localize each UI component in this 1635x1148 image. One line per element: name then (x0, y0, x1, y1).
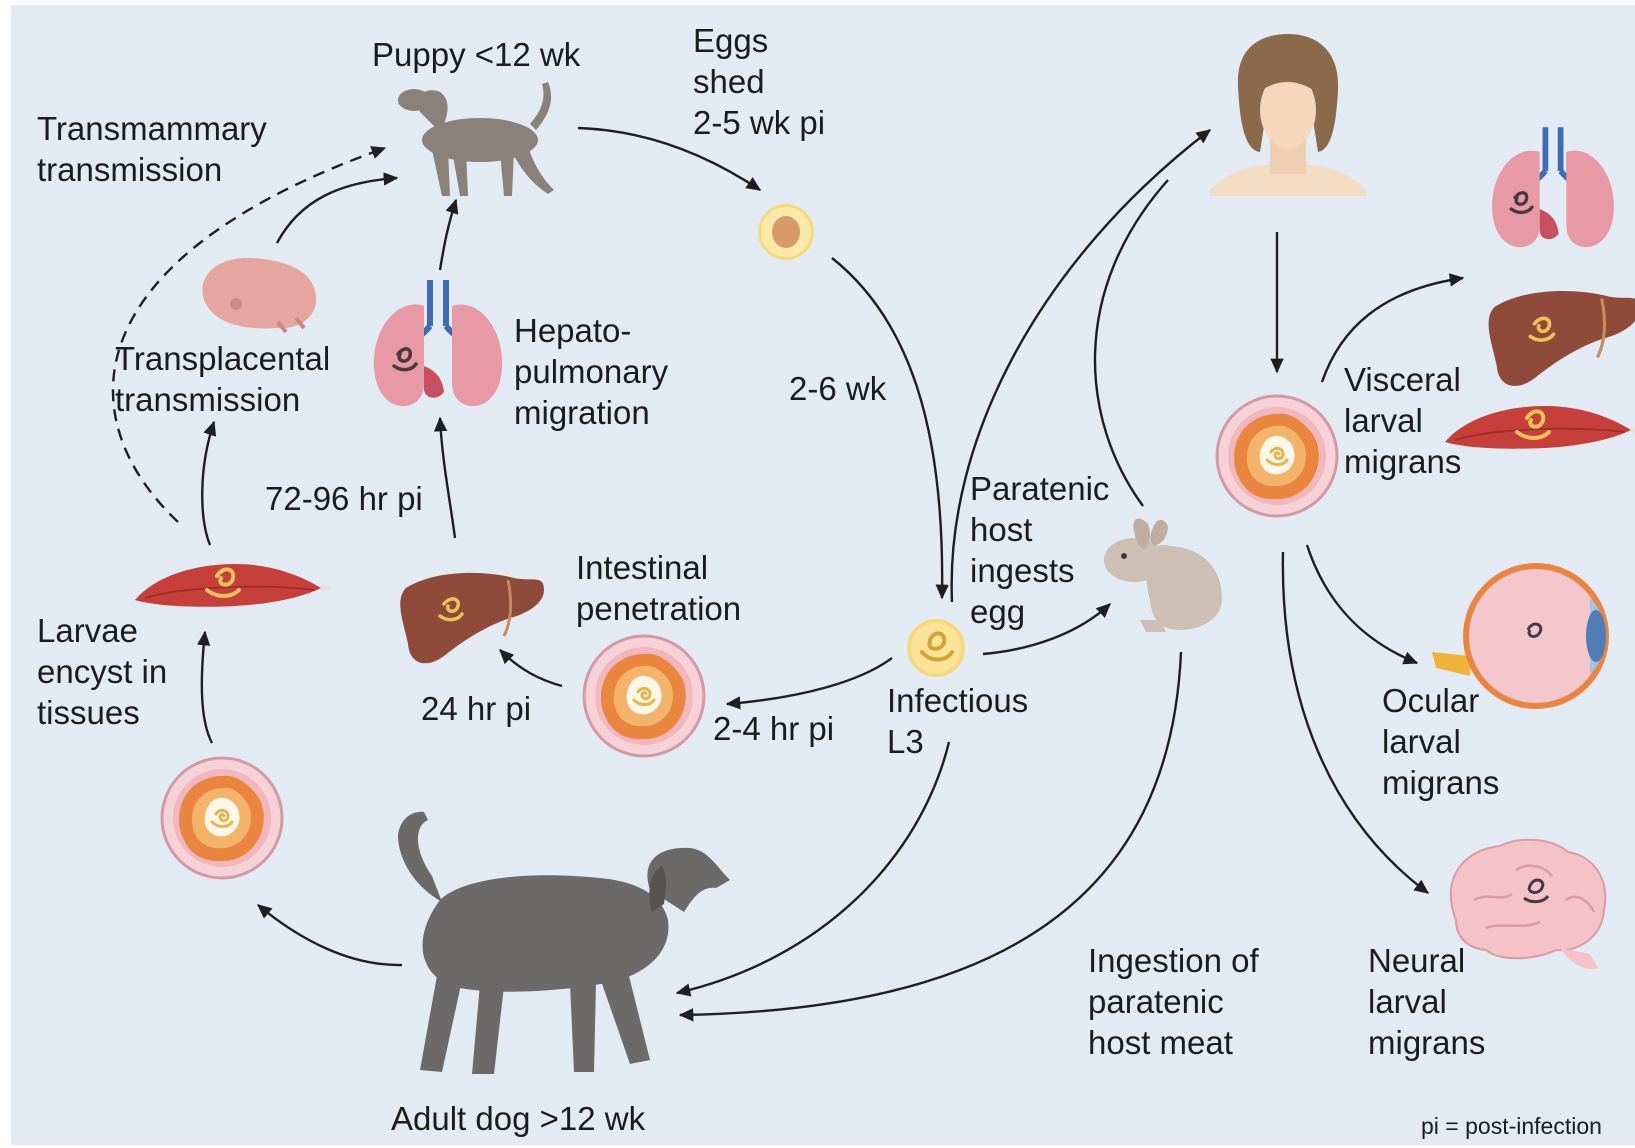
arrow-muscle-to-transplacental (202, 422, 214, 545)
lungs-icon (1492, 127, 1614, 247)
arrow-rabbit-to-human (1095, 180, 1168, 506)
eggs-shed-label: Eggs shed 2-5 wk pi (693, 20, 825, 143)
fetus-icon (202, 258, 316, 332)
larvae-encyst-label: Larvae encyst in tissues (37, 610, 167, 733)
intestine-cross-section-icon (162, 758, 282, 878)
rabbit-icon (1104, 518, 1222, 632)
transmammary-label: Transmammary transmission (37, 108, 267, 190)
footnote: pi = post-infection (1421, 1112, 1602, 1140)
intestine-cross-section-icon (1217, 396, 1337, 516)
arrow-transmammary (113, 148, 385, 522)
paratenic-host-ingests-label: Paratenic host ingests egg (970, 468, 1109, 632)
arrow-adult-dog-to-intestine (258, 905, 402, 965)
liver-icon (400, 573, 544, 663)
neural-larval-migrans-label: Neural larval migrans (1368, 940, 1485, 1063)
egg-icon (758, 204, 814, 260)
puppy-icon (398, 82, 554, 196)
two-six-wk-label: 2-6 wk (789, 368, 886, 409)
adult-dog-icon (398, 812, 730, 1074)
lungs-icon (374, 280, 502, 406)
arrows (113, 128, 1463, 1015)
transplacental-label: Transplacental transmission (115, 338, 330, 420)
human-icon (1210, 34, 1366, 196)
infectious-l3-label: Infectious L3 (887, 680, 1028, 762)
hepatopulmonary-label: Hepato- pulmonary migration (514, 310, 668, 433)
puppy-label: Puppy <12 wk (372, 34, 580, 75)
twenty-four-hr-label: 24 hr pi (421, 688, 531, 729)
arrow-liver-to-lungs (440, 418, 455, 538)
visceral-larval-migrans-label: Visceral larval migrans (1344, 359, 1461, 482)
intestinal-penetration-label: Intestinal penetration (576, 547, 741, 629)
muscle-icon (1445, 406, 1635, 449)
ocular-larval-migrans-label: Ocular larval migrans (1382, 680, 1499, 803)
arrow-l3-to-intestine (727, 658, 892, 704)
arrow-fetus-to-puppy (277, 178, 397, 243)
larva-egg-icon (907, 619, 965, 677)
arrow-intestine-to-muscle (202, 632, 212, 743)
intestine-cross-section-icon (584, 636, 704, 756)
adult-dog-label: Adult dog >12 wk (391, 1098, 645, 1139)
arrow-lungs-to-puppy (440, 200, 456, 270)
arrow-intestine-to-liver (500, 650, 562, 686)
arrow-egg-to-l3 (832, 258, 942, 598)
arrow-to-eye (1307, 545, 1417, 663)
two-four-hr-label: 2-4 hr pi (713, 708, 834, 749)
liver-icon (1489, 291, 1635, 386)
muscle-icon (135, 564, 329, 607)
ingestion-paratenic-label: Ingestion of paratenic host meat (1088, 940, 1259, 1063)
seventy-two-hr-label: 72-96 hr pi (265, 478, 423, 519)
